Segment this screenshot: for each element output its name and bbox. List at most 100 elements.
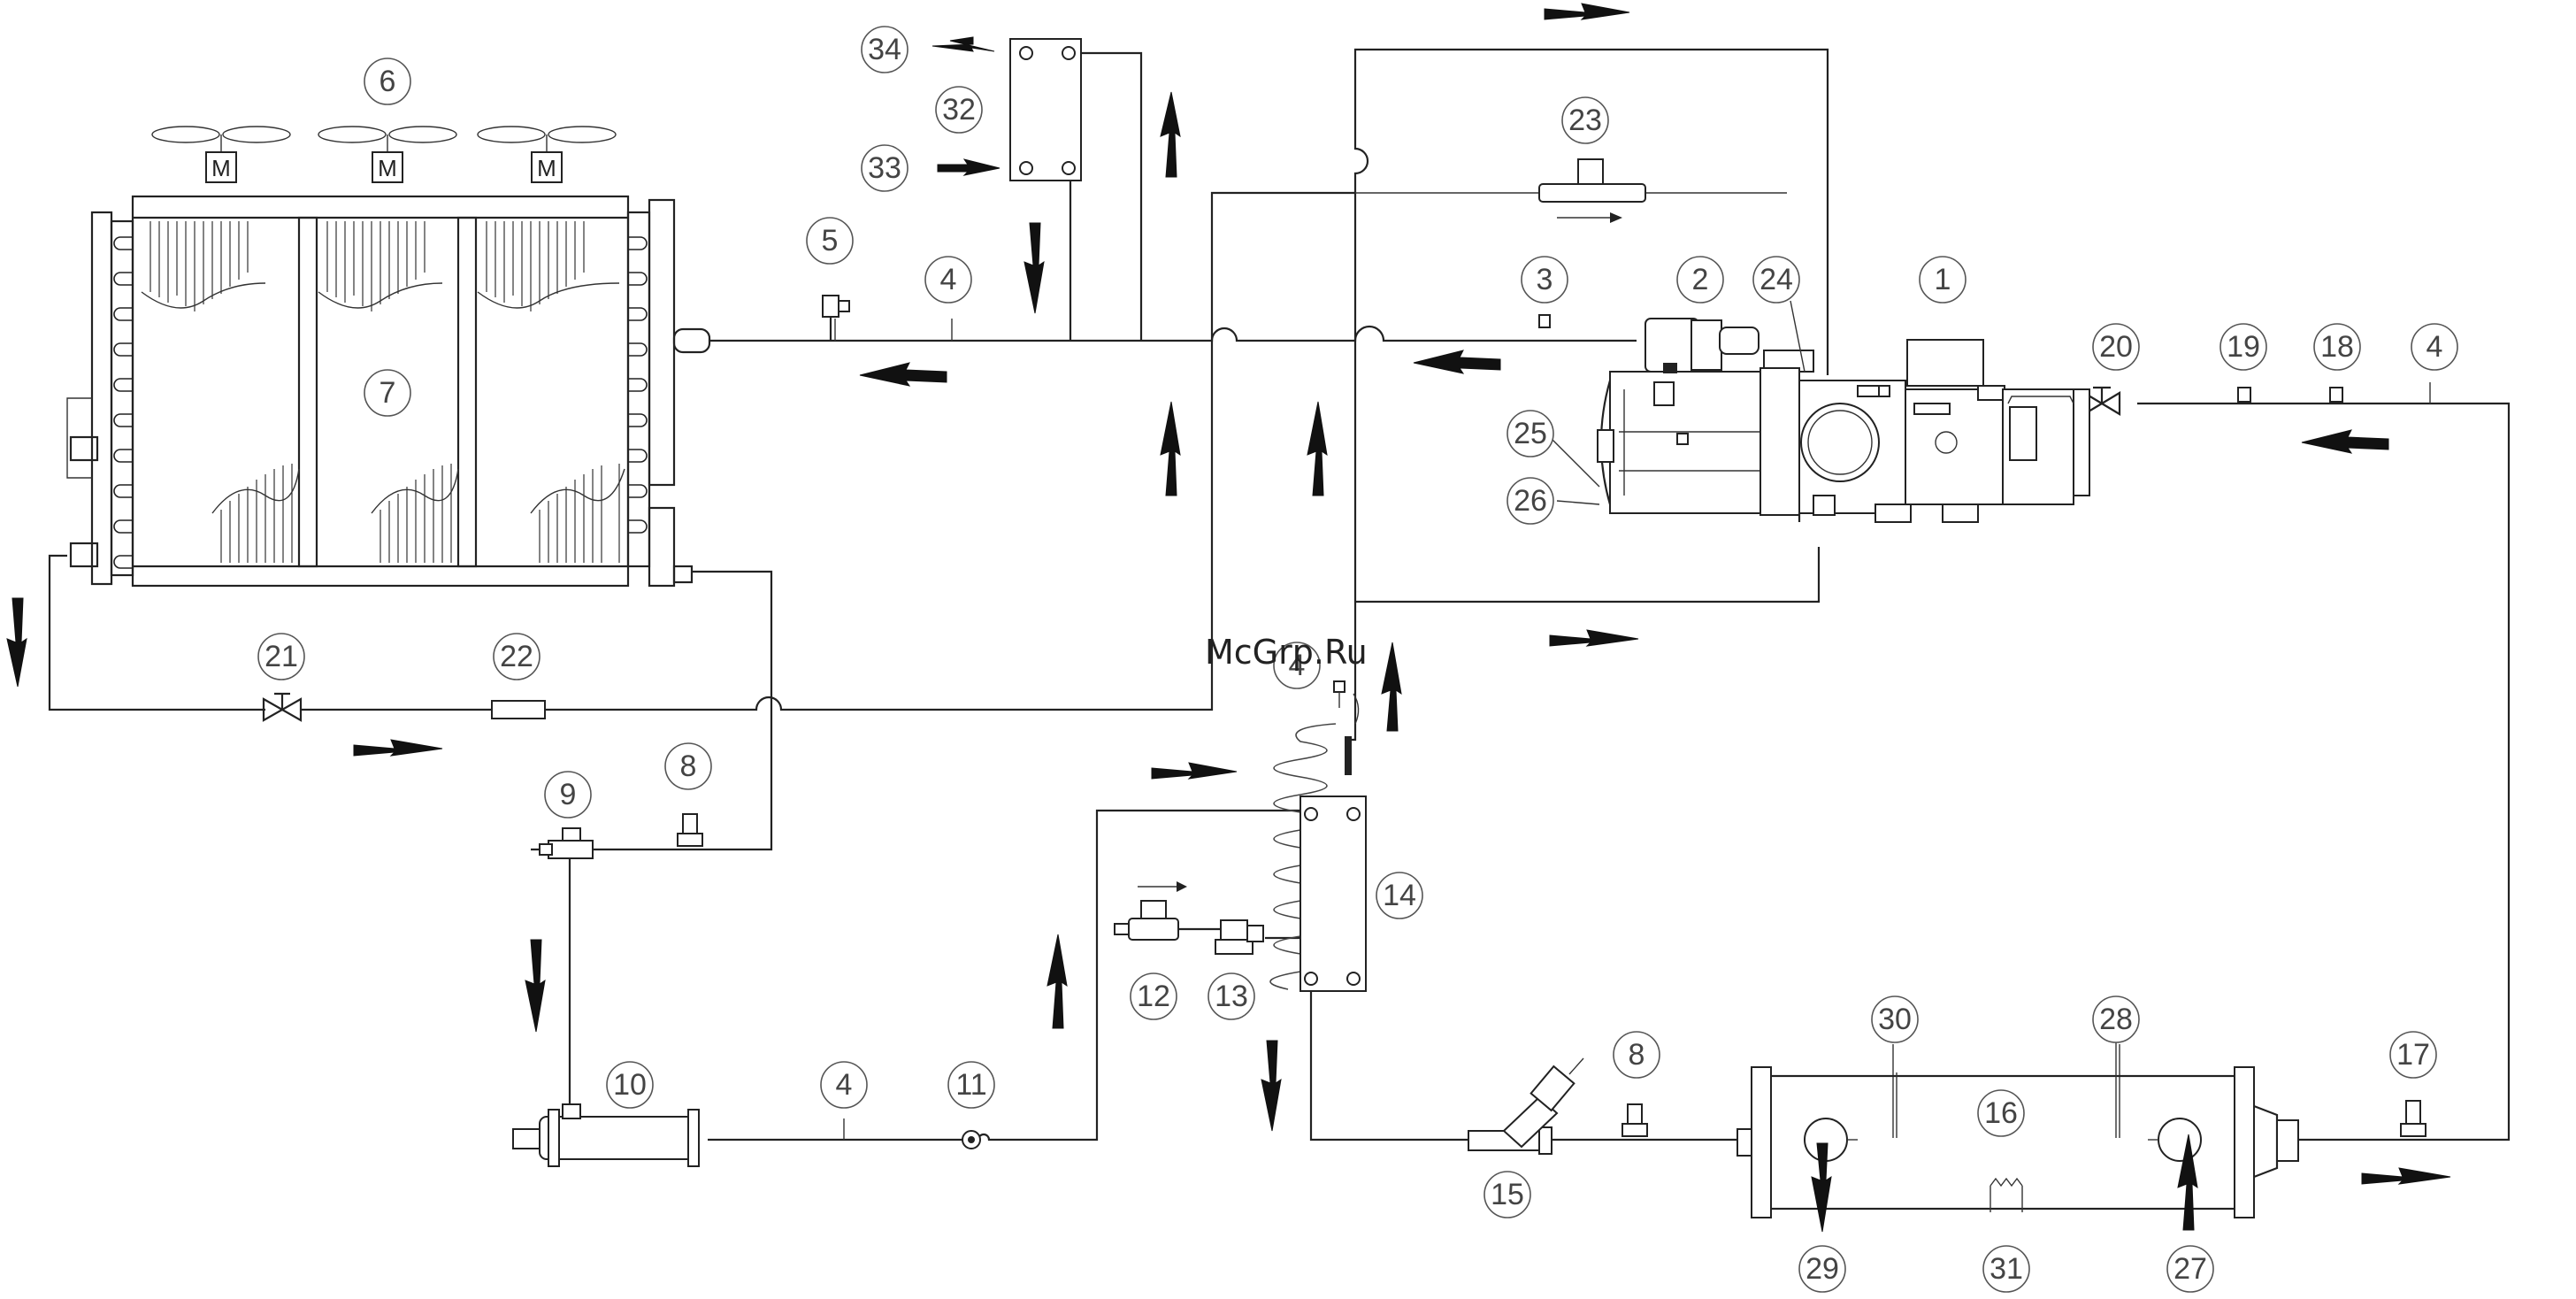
svg-text:20: 20 xyxy=(2099,330,2133,364)
callout-28: 28 xyxy=(2093,996,2139,1042)
flow-arrow xyxy=(525,940,545,1032)
callout-18: 18 xyxy=(2314,324,2360,370)
flow-arrow xyxy=(1550,630,1638,646)
svg-text:2: 2 xyxy=(1692,263,1709,296)
callout-16: 16 xyxy=(1978,1090,2024,1136)
condenser-fans: M M M xyxy=(152,127,616,182)
svg-text:1: 1 xyxy=(1935,263,1951,296)
motor-label: M xyxy=(211,155,231,181)
filter-22 xyxy=(492,701,545,719)
callout-7: 7 xyxy=(364,370,410,416)
svg-text:22: 22 xyxy=(500,640,533,673)
svg-text:10: 10 xyxy=(613,1068,647,1102)
svg-text:16: 16 xyxy=(1984,1096,2018,1130)
flow-arrow xyxy=(1161,92,1180,177)
solenoid-12 xyxy=(1115,881,1187,940)
svg-text:3: 3 xyxy=(1537,263,1553,296)
svg-text:27: 27 xyxy=(2174,1252,2207,1286)
tap-8a xyxy=(678,814,702,846)
callout-19: 19 xyxy=(2220,324,2266,370)
svg-text:33: 33 xyxy=(868,151,901,185)
solenoid-23 xyxy=(1539,159,1645,223)
callout-15: 15 xyxy=(1484,1172,1530,1218)
svg-text:13: 13 xyxy=(1215,980,1248,1013)
svg-text:26: 26 xyxy=(1514,484,1547,518)
svg-text:12: 12 xyxy=(1137,980,1170,1013)
flow-arrow xyxy=(7,598,27,687)
callout-5: 5 xyxy=(807,218,853,264)
svg-text:7: 7 xyxy=(380,376,396,410)
receiver-10 xyxy=(513,1104,699,1166)
callout-4-suction: 4 xyxy=(2411,324,2457,370)
callout-30: 30 xyxy=(1872,996,1918,1042)
callout-8-evap: 8 xyxy=(1614,1032,1660,1078)
fan-3: M xyxy=(478,127,616,182)
flow-arrow xyxy=(860,363,947,386)
motor-label: M xyxy=(378,155,397,181)
callout-24: 24 xyxy=(1753,257,1799,303)
callout-12: 12 xyxy=(1131,973,1177,1019)
tap-18 xyxy=(2330,388,2342,402)
callout-2: 2 xyxy=(1677,257,1723,303)
callout-33: 33 xyxy=(862,145,908,191)
svg-text:14: 14 xyxy=(1383,879,1416,912)
heat-exchanger-32 xyxy=(1010,39,1081,181)
svg-text:15: 15 xyxy=(1491,1178,1524,1211)
svg-text:5: 5 xyxy=(822,224,839,257)
svg-text:8: 8 xyxy=(680,749,697,783)
svg-text:28: 28 xyxy=(2099,1003,2133,1036)
svg-text:18: 18 xyxy=(2320,330,2354,364)
flow-arrow xyxy=(1545,4,1629,19)
flow-arrow xyxy=(1414,350,1500,373)
svg-text:25: 25 xyxy=(1514,417,1547,450)
callout-8-liquid: 8 xyxy=(665,743,711,789)
flow-arrow xyxy=(932,37,994,51)
flow-arrow xyxy=(1047,934,1067,1028)
svg-text:31: 31 xyxy=(1990,1252,2023,1286)
sight-11 xyxy=(962,1131,980,1149)
svg-text:6: 6 xyxy=(380,65,396,98)
callout-10: 10 xyxy=(607,1062,653,1108)
fan-1: M xyxy=(152,127,290,182)
callout-27: 27 xyxy=(2167,1246,2213,1292)
svg-text:4: 4 xyxy=(940,263,957,296)
svg-text:9: 9 xyxy=(560,778,577,811)
callout-14: 14 xyxy=(1376,872,1422,919)
fan-2: M xyxy=(318,127,456,182)
svg-text:21: 21 xyxy=(264,640,298,673)
svg-text:24: 24 xyxy=(1760,263,1793,296)
callout-31: 31 xyxy=(1983,1246,2029,1292)
svg-text:29: 29 xyxy=(1806,1252,1839,1286)
callout-13: 13 xyxy=(1208,973,1254,1019)
svg-text:8: 8 xyxy=(1629,1038,1645,1072)
tap-19 xyxy=(2238,388,2250,402)
svg-text:30: 30 xyxy=(1878,1003,1912,1036)
sight-17 xyxy=(2401,1101,2426,1136)
svg-text:19: 19 xyxy=(2227,330,2260,364)
valve-9 xyxy=(540,828,593,858)
callout-3: 3 xyxy=(1522,257,1568,303)
watermark: McGrp.Ru xyxy=(1205,633,1368,672)
expansion-13 xyxy=(1215,920,1263,954)
callout-9: 9 xyxy=(545,772,591,818)
flow-arrow xyxy=(1307,402,1327,496)
svg-text:32: 32 xyxy=(942,93,976,127)
callout-1: 1 xyxy=(1920,257,1966,303)
flow-arrow xyxy=(354,740,442,756)
callout-29: 29 xyxy=(1799,1246,1845,1292)
flow-arrow xyxy=(1152,763,1237,779)
callout-20: 20 xyxy=(2093,324,2139,370)
screw-compressor xyxy=(1598,319,2089,522)
callout-25: 25 xyxy=(1507,411,1553,457)
callout-32: 32 xyxy=(936,87,982,133)
callout-22: 22 xyxy=(494,634,540,680)
tap-3 xyxy=(1539,315,1550,327)
flow-arrow xyxy=(1161,402,1180,496)
heat-exchanger-14 xyxy=(1300,796,1366,991)
callout-23: 23 xyxy=(1562,97,1608,143)
valve-21 xyxy=(264,694,301,720)
flow-arrow xyxy=(1024,223,1044,313)
flow-arrow xyxy=(938,159,1000,175)
callout-4-cond: 4 xyxy=(925,257,971,303)
